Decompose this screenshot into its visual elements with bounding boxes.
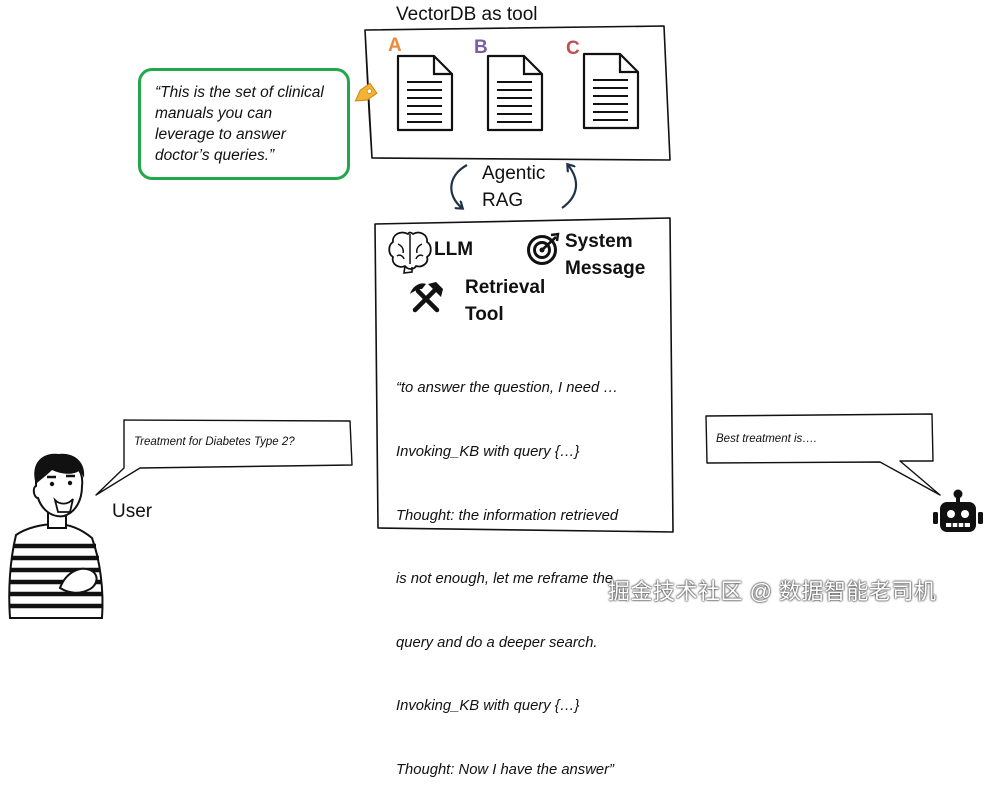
retrieval-tool-line-2: Tool <box>465 304 504 325</box>
tool-description-text: “This is the set of clinical manuals you… <box>155 84 324 164</box>
user-question: Treatment for Diabetes Type 2? <box>134 436 295 448</box>
agentic-rag-label: Agentic RAG <box>482 160 545 214</box>
trace-line: Thought: Now I have the answer” <box>396 762 614 779</box>
document-c-icon <box>582 52 640 130</box>
target-icon <box>527 232 560 265</box>
agent-panel <box>374 217 674 533</box>
diagram-canvas <box>8 25 983 619</box>
brain-icon <box>388 231 432 274</box>
bot-answer: Best treatment is…. <box>716 433 817 445</box>
tool-description-note: “This is the set of clinical manuals you… <box>138 68 350 180</box>
document-b-icon <box>486 54 544 132</box>
system-message-line-2: Message <box>565 258 646 279</box>
vectordb-title: VectorDB as tool <box>396 4 538 25</box>
trace-line: Thought: the information retrieved <box>396 507 619 524</box>
retrieval-tool-label: Retrieval Tool <box>465 274 545 328</box>
trace-line: Invoking_KB with query {…} <box>396 444 580 461</box>
user-speech-bubble <box>95 419 353 496</box>
system-message-label: System Message <box>565 228 645 282</box>
document-a-icon <box>396 54 454 132</box>
user-label: User <box>112 501 153 522</box>
tag-icon <box>354 82 378 102</box>
agentic-rag-line-1: Agentic <box>482 163 546 184</box>
retrieval-tool-line-1: Retrieval <box>465 277 546 298</box>
bot-speech-bubble <box>705 413 941 496</box>
trace-line: is not enough, let me reframe the <box>396 571 614 588</box>
robot-icon <box>933 489 983 532</box>
user-avatar <box>8 453 104 619</box>
agent-trace: “to answer the question, I need … Invoki… <box>396 336 666 802</box>
document-b-label: B <box>474 37 488 58</box>
trace-line: “to answer the question, I need … <box>396 380 619 397</box>
hammer-pick-icon <box>410 282 443 313</box>
loop-arrow-up <box>561 165 577 209</box>
system-message-line-1: System <box>565 231 633 252</box>
trace-line: Invoking_KB with query {…} <box>396 698 580 715</box>
document-c-label: C <box>566 38 580 59</box>
agentic-rag-line-2: RAG <box>482 190 524 211</box>
loop-arrow-down <box>450 164 468 208</box>
trace-line: query and do a deeper search. <box>396 634 598 651</box>
document-a-label: A <box>388 35 402 56</box>
watermark: 掘金技术社区 @ 数据智能老司机 <box>608 579 937 604</box>
llm-label: LLM <box>434 239 474 260</box>
